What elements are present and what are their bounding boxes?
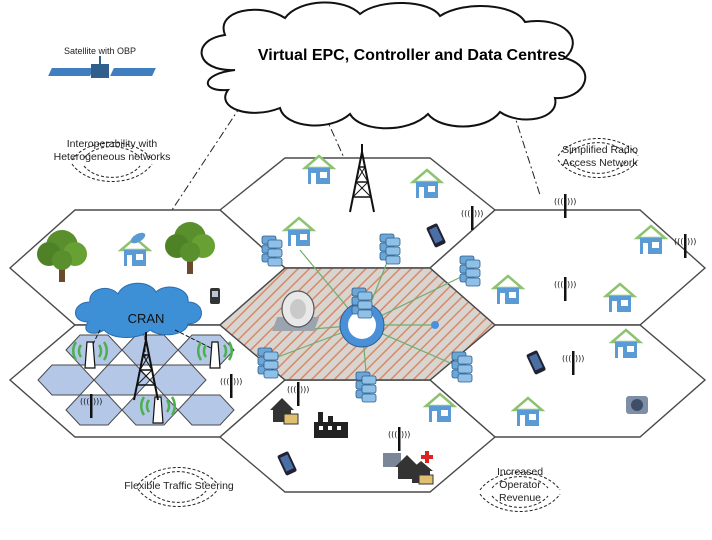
interoperability-label: Interoperability with Heterogeneous netw… (12, 138, 212, 164)
interoperability-line-2: Heterogeneous networks (53, 151, 171, 164)
interoperability-line-1: Interoperability with (66, 138, 158, 150)
satellite-icon (48, 56, 156, 78)
walkie-talkie-icon (210, 288, 220, 304)
server-ring-5 (451, 351, 473, 383)
center-node-dot (431, 321, 439, 329)
revenue-line-1: Increased (496, 466, 544, 478)
simplified-ran-line-2: Access Network (562, 157, 638, 170)
satellite-label: Satellite with OBP (63, 46, 137, 56)
server-ring-1 (261, 235, 283, 267)
traffic-steering-label: Flexible Traffic Steering (94, 480, 264, 493)
cloud-shape (200, 1, 587, 130)
revenue-line-2: Operator (499, 479, 541, 492)
factory-icon (314, 412, 348, 438)
smart-home-icon-2 (383, 451, 434, 485)
server-ring-2 (379, 233, 401, 265)
server-ring-6 (355, 371, 377, 403)
server-ring-4 (257, 347, 279, 379)
revenue-label: Increased Operator Revenue (470, 466, 570, 505)
simplified-ran-line-1: Simplified Radio (562, 144, 638, 156)
server-ring-3 (459, 255, 481, 287)
cloud-title: Virtual EPC, Controller and Data Centres (257, 47, 567, 64)
server-center (351, 287, 373, 319)
traffic-steering-line-1: Flexible Traffic Steering (124, 480, 234, 492)
revenue-line-3: Revenue (498, 492, 542, 505)
cran-cloud-shape (75, 282, 202, 338)
satellite-dish-icon (272, 290, 320, 331)
smart-home-icon-1 (270, 398, 299, 425)
simplified-ran-label: Simplified Radio Access Network (540, 144, 660, 170)
camera-icon (626, 396, 648, 414)
cran-label: CRAN (127, 311, 165, 326)
dish-icon-left (130, 232, 146, 244)
